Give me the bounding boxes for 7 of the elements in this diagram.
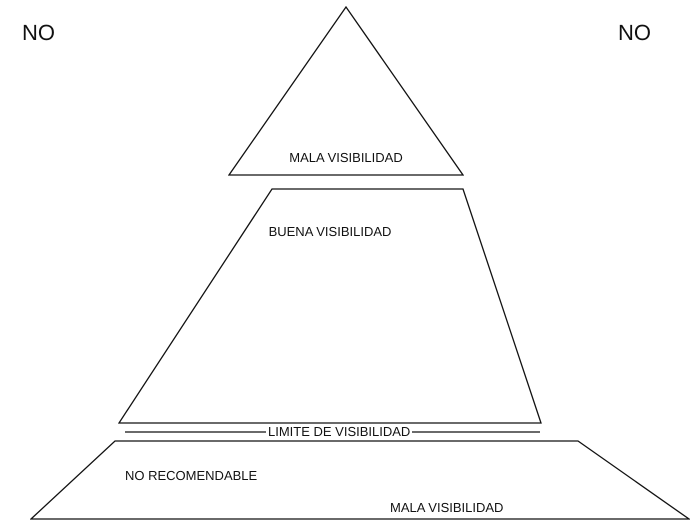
side-label: NO — [618, 20, 651, 46]
tier-label: NO RECOMENDABLE — [125, 468, 258, 483]
tier-label: MALA VISIBILIDAD — [390, 500, 504, 515]
side-label: NO — [22, 20, 55, 46]
boundary-label: LIMITE DE VISIBILIDAD — [266, 424, 412, 439]
tier-label: BUENA VISIBILIDAD — [268, 224, 392, 239]
tier-label: MALA VISIBILIDAD — [288, 150, 404, 165]
